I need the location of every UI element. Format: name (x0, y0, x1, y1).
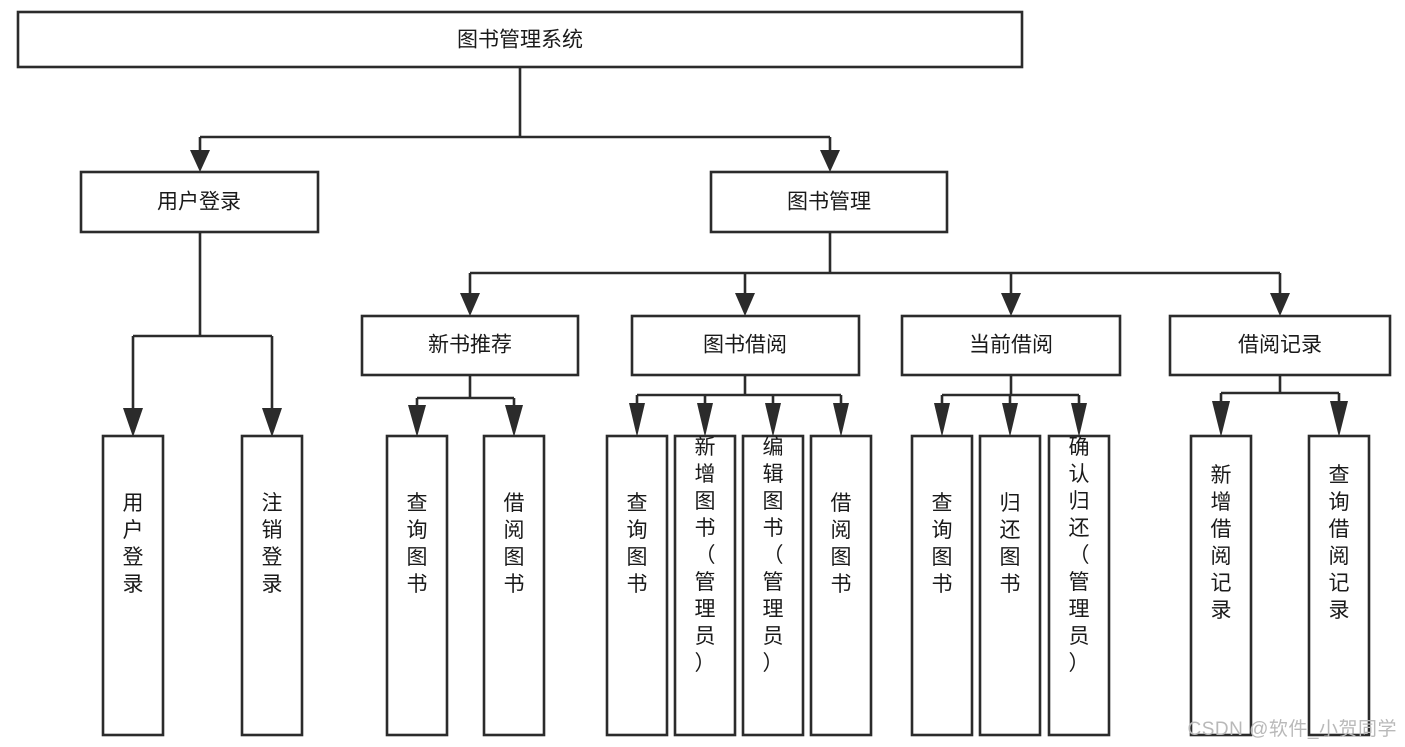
leaf-borrow-edit[interactable]: 编辑图书（管理员） (741, 434, 805, 737)
leaf-borrow-add-label: 新增图书（管理员） (695, 436, 716, 675)
arrowhead-newbook-leaf-1 (408, 405, 426, 437)
node-borrow-record-label: 借阅记录 (1238, 334, 1322, 357)
leaf-current-query[interactable]: 查询图书 (910, 434, 974, 737)
leaf-user-login-signin-box[interactable] (101, 434, 165, 737)
node-new-book-recommend[interactable]: 新书推荐 (360, 314, 580, 377)
leaf-borrow-add-box[interactable] (673, 434, 737, 737)
leaf-user-login-signin-label: 用户登录 (123, 492, 144, 596)
arrowhead-borrow-leaf-2 (697, 403, 713, 437)
node-user-login-box[interactable] (79, 170, 320, 234)
arrowhead-to-current (1001, 293, 1021, 316)
leaf-current-return-box[interactable] (978, 434, 1042, 737)
node-new-book-recommend-label: 新书推荐 (428, 334, 512, 357)
arrowhead-current-leaf-3 (1071, 403, 1087, 437)
node-borrow-record[interactable]: 借阅记录 (1168, 314, 1392, 377)
leaf-user-login-signin[interactable]: 用户登录 (101, 434, 165, 737)
leaf-record-add-label: 新增借阅记录 (1211, 464, 1232, 622)
arrowhead-to-newbook (460, 293, 480, 316)
arrowhead-to-book-mgmt (820, 150, 840, 172)
leaf-borrow-add[interactable]: 新增图书（管理员） (673, 434, 737, 737)
node-current-borrow-label: 当前借阅 (969, 334, 1053, 357)
leaf-user-login-signout-label: 注销登录 (262, 492, 283, 596)
arrowhead-userlogin-leaf-2 (262, 408, 282, 437)
node-root[interactable]: 图书管理系统 (16, 10, 1024, 69)
leaf-record-add[interactable]: 新增借阅记录 (1189, 434, 1253, 737)
arrowhead-to-borrow (735, 293, 755, 316)
node-current-borrow-box[interactable] (900, 314, 1122, 377)
node-book-management-box[interactable] (709, 170, 949, 234)
arrowhead-record-leaf-1 (1212, 401, 1230, 437)
node-current-borrow[interactable]: 当前借阅 (900, 314, 1122, 377)
node-root-box[interactable] (16, 10, 1024, 69)
leaf-newbook-borrow-box[interactable] (482, 434, 546, 737)
arrowhead-current-leaf-2 (1002, 403, 1018, 437)
node-book-management[interactable]: 图书管理 (709, 170, 949, 234)
arrowhead-to-record (1270, 293, 1290, 316)
leaf-newbook-query[interactable]: 查询图书 (385, 434, 449, 737)
leaf-record-add-box[interactable] (1189, 434, 1253, 737)
arrowhead-borrow-leaf-4 (833, 403, 849, 437)
leaf-current-query-label: 查询图书 (932, 492, 953, 596)
arrowhead-current-leaf-1 (934, 403, 950, 437)
leaf-record-query-label: 查询借阅记录 (1329, 464, 1350, 622)
leaf-user-login-signout[interactable]: 注销登录 (240, 434, 304, 737)
leaf-current-confirm-return-box[interactable] (1047, 434, 1111, 737)
leaf-borrow-query-label: 查询图书 (627, 492, 648, 596)
node-user-login-label: 用户登录 (157, 191, 241, 214)
node-book-borrow[interactable]: 图书借阅 (630, 314, 861, 377)
arrowhead-newbook-leaf-2 (505, 405, 523, 437)
leaf-borrow-edit-label: 编辑图书（管理员） (763, 436, 784, 675)
node-book-borrow-label: 图书借阅 (703, 334, 787, 357)
csdn-watermark: CSDN @软件_小贺同学 (1187, 719, 1397, 740)
node-borrow-record-box[interactable] (1168, 314, 1392, 377)
leaf-current-query-box[interactable] (910, 434, 974, 737)
node-book-borrow-box[interactable] (630, 314, 861, 377)
leaf-borrow-query-box[interactable] (605, 434, 669, 737)
leaf-borrow-take-label: 借阅图书 (831, 492, 852, 596)
leaf-newbook-query-box[interactable] (385, 434, 449, 737)
leaf-newbook-borrow-label: 借阅图书 (504, 492, 525, 596)
arrowhead-record-leaf-2 (1330, 401, 1348, 437)
leaf-user-login-signout-box[interactable] (240, 434, 304, 737)
arrowhead-userlogin-leaf-1 (123, 408, 143, 437)
leaf-record-query-box[interactable] (1307, 434, 1371, 737)
leaf-borrow-take[interactable]: 借阅图书 (809, 434, 873, 737)
leaf-newbook-borrow[interactable]: 借阅图书 (482, 434, 546, 737)
node-book-management-label: 图书管理 (787, 191, 871, 214)
leaf-current-return[interactable]: 归还图书 (978, 434, 1042, 737)
leaf-borrow-take-box[interactable] (809, 434, 873, 737)
arrowhead-borrow-leaf-1 (629, 403, 645, 437)
leaf-borrow-query[interactable]: 查询图书 (605, 434, 669, 737)
leaf-newbook-query-label: 查询图书 (407, 492, 428, 596)
node-root-label: 图书管理系统 (457, 29, 583, 52)
leaf-record-query[interactable]: 查询借阅记录 (1307, 434, 1371, 737)
arrowhead-layer (123, 150, 1348, 437)
node-new-book-recommend-box[interactable] (360, 314, 580, 377)
leaf-borrow-edit-box[interactable] (741, 434, 805, 737)
leaf-current-return-label: 归还图书 (1000, 492, 1021, 596)
arrowhead-borrow-leaf-3 (765, 403, 781, 437)
arrowhead-to-user-login (190, 150, 210, 172)
leaf-current-confirm-return[interactable]: 确认归还（管理员） (1047, 434, 1111, 737)
leaf-current-confirm-return-label: 确认归还（管理员） (1069, 436, 1090, 675)
node-user-login[interactable]: 用户登录 (79, 170, 320, 234)
